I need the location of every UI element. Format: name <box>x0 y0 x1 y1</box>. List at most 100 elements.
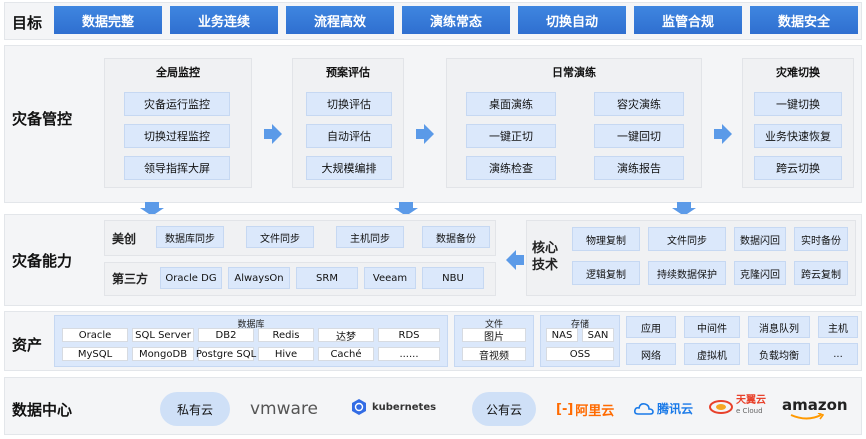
goal-process-efficiency: 流程高效 <box>286 6 394 34</box>
aliyun-label: 阿里云 <box>575 404 615 419</box>
database-item: DB2 <box>198 328 254 342</box>
asset-item: ... <box>818 343 858 365</box>
goal-regular-drill: 演练常态 <box>402 6 510 34</box>
tianyi-sub-label: e Cloud <box>736 407 763 415</box>
database-item: Hive <box>258 347 314 361</box>
goal-business-continuity: 业务连续 <box>170 6 278 34</box>
database-item: MongoDB <box>132 347 194 361</box>
daily-drill-item: 一键回切 <box>594 124 684 148</box>
database-item: Oracle <box>62 328 128 342</box>
third-party-item: Veeam <box>364 267 416 289</box>
goal-data-security: 数据安全 <box>750 6 858 34</box>
goal-auto-switch: 切换自动 <box>518 6 626 34</box>
aliyun-logo: [-] 阿里云 <box>556 400 614 419</box>
plan-eval-title: 预案评估 <box>326 66 370 79</box>
tencent-logo: 腾讯云 <box>634 400 693 417</box>
vmware-logo: vmware <box>250 399 319 419</box>
daily-drill-item: 桌面演练 <box>466 92 556 116</box>
file-title: 文件 <box>484 320 503 330</box>
switchover-item: 业务快速恢复 <box>754 124 842 148</box>
row-label-assets: 资产 <box>12 336 43 354</box>
asset-item: 应用 <box>626 316 676 338</box>
meichuang-item: 文件同步 <box>246 226 314 248</box>
row-label-control: 灾备管控 <box>12 110 73 128</box>
asset-item: 网络 <box>626 343 676 365</box>
private-cloud-icon: 私有云 <box>160 392 230 426</box>
row-label-datacenter: 数据中心 <box>12 401 73 419</box>
core-tech-item: 持续数据保护 <box>648 261 726 285</box>
arrow-down-icon <box>140 202 164 216</box>
third-party-item: AlwaysOn <box>228 267 290 289</box>
goal-data-integrity: 数据完整 <box>54 6 162 34</box>
core-tech-item: 克隆闪回 <box>734 261 786 285</box>
database-item: SQL Server <box>132 328 194 342</box>
meichuang-item: 数据备份 <box>422 226 490 248</box>
asset-item: 中间件 <box>684 316 740 338</box>
amazon-smile-icon <box>790 413 824 420</box>
tencent-cloud-icon <box>634 402 654 415</box>
core-tech-item: 数据闪回 <box>734 227 786 251</box>
plan-eval-item: 自动评估 <box>306 124 392 148</box>
tianyi-label: 天翼云 <box>736 395 766 406</box>
global-monitor-item: 领导指挥大屏 <box>124 156 230 180</box>
arrow-down-icon <box>672 202 696 216</box>
meichuang-label: 美创 <box>112 232 137 246</box>
database-item: 达梦 <box>318 328 374 343</box>
storage-item: OSS <box>546 347 614 361</box>
global-monitor-item: 灾备运行监控 <box>124 92 230 116</box>
daily-drill-title: 日常演练 <box>552 66 596 79</box>
daily-drill-item: 容灾演练 <box>594 92 684 116</box>
arrow-right-icon <box>416 124 434 144</box>
core-tech-item: 文件同步 <box>648 227 726 251</box>
core-tech-item: 逻辑复制 <box>572 261 640 285</box>
database-item: RDS <box>378 328 440 342</box>
asset-item: 负载均衡 <box>748 343 810 365</box>
file-item: 图片 <box>462 328 526 343</box>
kubernetes-label: kubernetes <box>372 401 437 413</box>
database-item: Redis <box>258 328 314 342</box>
arrow-left-icon <box>506 250 524 270</box>
arrow-right-icon <box>264 124 282 144</box>
meichuang-item: 主机同步 <box>336 226 404 248</box>
kubernetes-icon <box>352 399 366 415</box>
asset-item: 虚拟机 <box>684 343 740 365</box>
daily-drill-item: 一键正切 <box>466 124 556 148</box>
database-item: Caché <box>318 347 374 361</box>
database-item: ...... <box>378 347 440 361</box>
arrow-right-icon <box>714 124 732 144</box>
amazon-logo: amazon <box>782 396 848 414</box>
row-label-capability: 灾备能力 <box>12 252 73 270</box>
row-label-goal: 目标 <box>12 14 43 32</box>
global-monitor-item: 切换过程监控 <box>124 124 230 148</box>
core-tech-item: 实时备份 <box>794 227 848 251</box>
database-title: 数据库 <box>237 320 265 330</box>
core-tech-item: 跨云复制 <box>794 261 848 285</box>
storage-item: SAN <box>582 328 614 342</box>
goal-compliance: 监管合规 <box>634 6 742 34</box>
third-party-item: NBU <box>422 267 484 289</box>
database-item: Postgre SQL <box>195 347 257 361</box>
switchover-title: 灾难切换 <box>776 66 820 79</box>
storage-item: NAS <box>546 328 578 342</box>
plan-eval-item: 大规模编排 <box>306 156 392 180</box>
plan-eval-item: 切换评估 <box>306 92 392 116</box>
tencent-label: 腾讯云 <box>657 402 694 416</box>
third-party-item: SRM <box>296 267 358 289</box>
global-monitor-title: 全局监控 <box>156 66 200 79</box>
kubernetes-logo: kubernetes <box>350 398 436 416</box>
third-party-item: Oracle DG <box>160 267 222 289</box>
core-tech-item: 物理复制 <box>572 227 640 251</box>
switchover-item: 跨云切换 <box>754 156 842 180</box>
meichuang-item: 数据库同步 <box>156 226 224 248</box>
core-tech-label: 核心技术 <box>532 241 559 273</box>
tianyi-logo: 天翼云 e Cloud <box>708 396 766 416</box>
daily-drill-item: 演练报告 <box>594 156 684 180</box>
arrow-down-icon <box>394 202 418 216</box>
switchover-item: 一键切换 <box>754 92 842 116</box>
asset-item: 消息队列 <box>748 316 810 338</box>
aliyun-icon: [-] <box>556 402 574 417</box>
asset-item: 主机 <box>818 316 858 338</box>
public-cloud-icon: 公有云 <box>472 392 536 426</box>
public-cloud-label: 公有云 <box>485 402 522 417</box>
storage-title: 存储 <box>570 320 589 330</box>
